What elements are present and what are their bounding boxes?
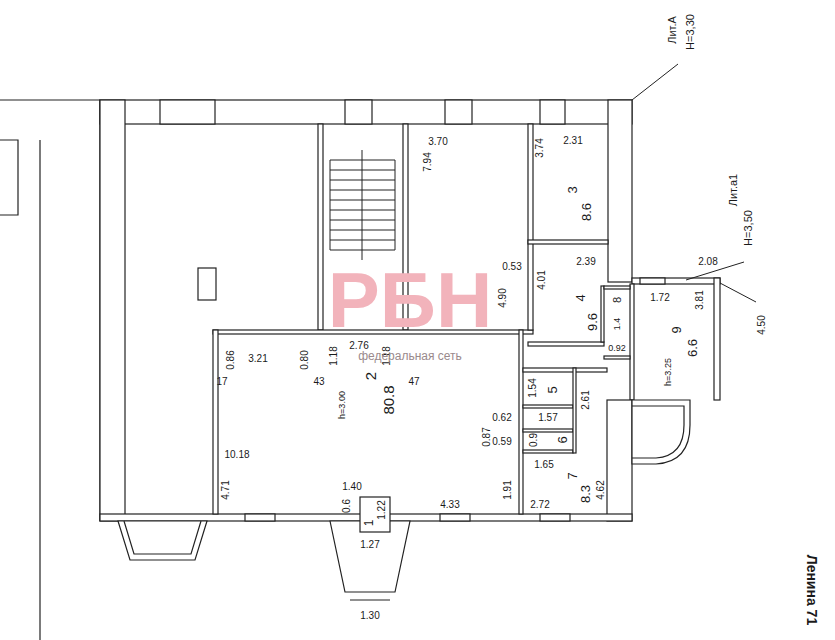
dimension: 1.57 xyxy=(538,413,557,423)
dimension: 1.65 xyxy=(534,460,553,470)
dimension: 4.01 xyxy=(537,270,547,289)
walls xyxy=(100,100,720,521)
dimension: 0.53 xyxy=(502,262,521,272)
bays xyxy=(118,400,690,592)
room-area: 9.6 xyxy=(586,313,599,331)
room-number: 9 xyxy=(670,326,683,333)
dimension: 4.33 xyxy=(440,500,459,510)
dimension: 0.86 xyxy=(226,350,236,369)
dimension: 1.54 xyxy=(528,378,538,397)
stairs xyxy=(330,150,395,260)
dimension: 2.72 xyxy=(530,500,549,510)
dimension: 1.40 xyxy=(342,482,361,492)
dimension: 47 xyxy=(408,377,419,387)
room-number: 6 xyxy=(556,436,569,443)
dimension: 1.72 xyxy=(650,293,669,303)
dimension: 17 xyxy=(216,377,227,387)
dimension: 4.50 xyxy=(757,315,767,334)
dimension: 3.70 xyxy=(428,137,447,147)
dimension: 4.71 xyxy=(221,480,231,499)
dimension: 7.94 xyxy=(423,152,433,171)
dimension: 1.91 xyxy=(503,480,513,499)
address: Ленина 71 xyxy=(805,555,819,625)
room-number: 1 xyxy=(363,520,375,527)
dimension: 0.87 xyxy=(482,427,492,446)
building-label: Лит.а1 xyxy=(728,174,739,206)
room-number: 7 xyxy=(566,472,579,479)
room-area: 8.6 xyxy=(580,203,593,221)
watermark: РБН xyxy=(328,261,492,339)
room-number: 4 xyxy=(574,294,587,301)
dimension: 1.22 xyxy=(377,500,387,519)
watermark-subtitle: федеральная сеть xyxy=(358,350,462,362)
dimension: 2.39 xyxy=(576,257,595,267)
dimension: 0.62 xyxy=(492,413,511,423)
dimension: 43 xyxy=(313,377,324,387)
dimension: 2.08 xyxy=(698,257,717,267)
room-number: 5 xyxy=(546,386,559,393)
dimension: 1.30 xyxy=(360,611,379,621)
building-label: H=3,50 xyxy=(743,210,754,246)
dimension: 4.90 xyxy=(498,288,508,307)
building-label: Лит.А xyxy=(667,16,678,44)
dimension: 0.80 xyxy=(300,350,310,369)
dimension: 3.21 xyxy=(248,354,267,364)
dimension: h=3.00 xyxy=(338,391,347,419)
dimension: 3.74 xyxy=(535,138,545,157)
dimension: 0.59 xyxy=(492,437,511,447)
dimension: 1.4 xyxy=(613,318,622,331)
room-area: 8.3 xyxy=(579,485,592,503)
building-label: H=3,30 xyxy=(685,14,696,50)
dimension: 2.31 xyxy=(563,136,582,146)
room-area: 6.6 xyxy=(686,339,699,357)
dimension: 0.6 xyxy=(342,499,352,513)
dimension: 2.61 xyxy=(581,390,591,409)
dimension: 3.81 xyxy=(695,290,705,309)
room-number: 8 xyxy=(612,297,623,303)
dimension: 0.92 xyxy=(608,344,626,353)
dimension: h=3.25 xyxy=(664,358,673,386)
windows xyxy=(160,100,665,521)
dimension: 1.27 xyxy=(360,540,379,550)
room-number: 2 xyxy=(363,372,378,380)
room-area: 80.8 xyxy=(381,385,396,414)
neighbour-building xyxy=(0,100,100,640)
dimension: 1.18 xyxy=(329,346,339,365)
dimension: 10.18 xyxy=(224,450,249,460)
dimension: 4.62 xyxy=(596,480,606,499)
dimension: 0.9 xyxy=(529,433,539,447)
room-number: 3 xyxy=(566,186,579,193)
